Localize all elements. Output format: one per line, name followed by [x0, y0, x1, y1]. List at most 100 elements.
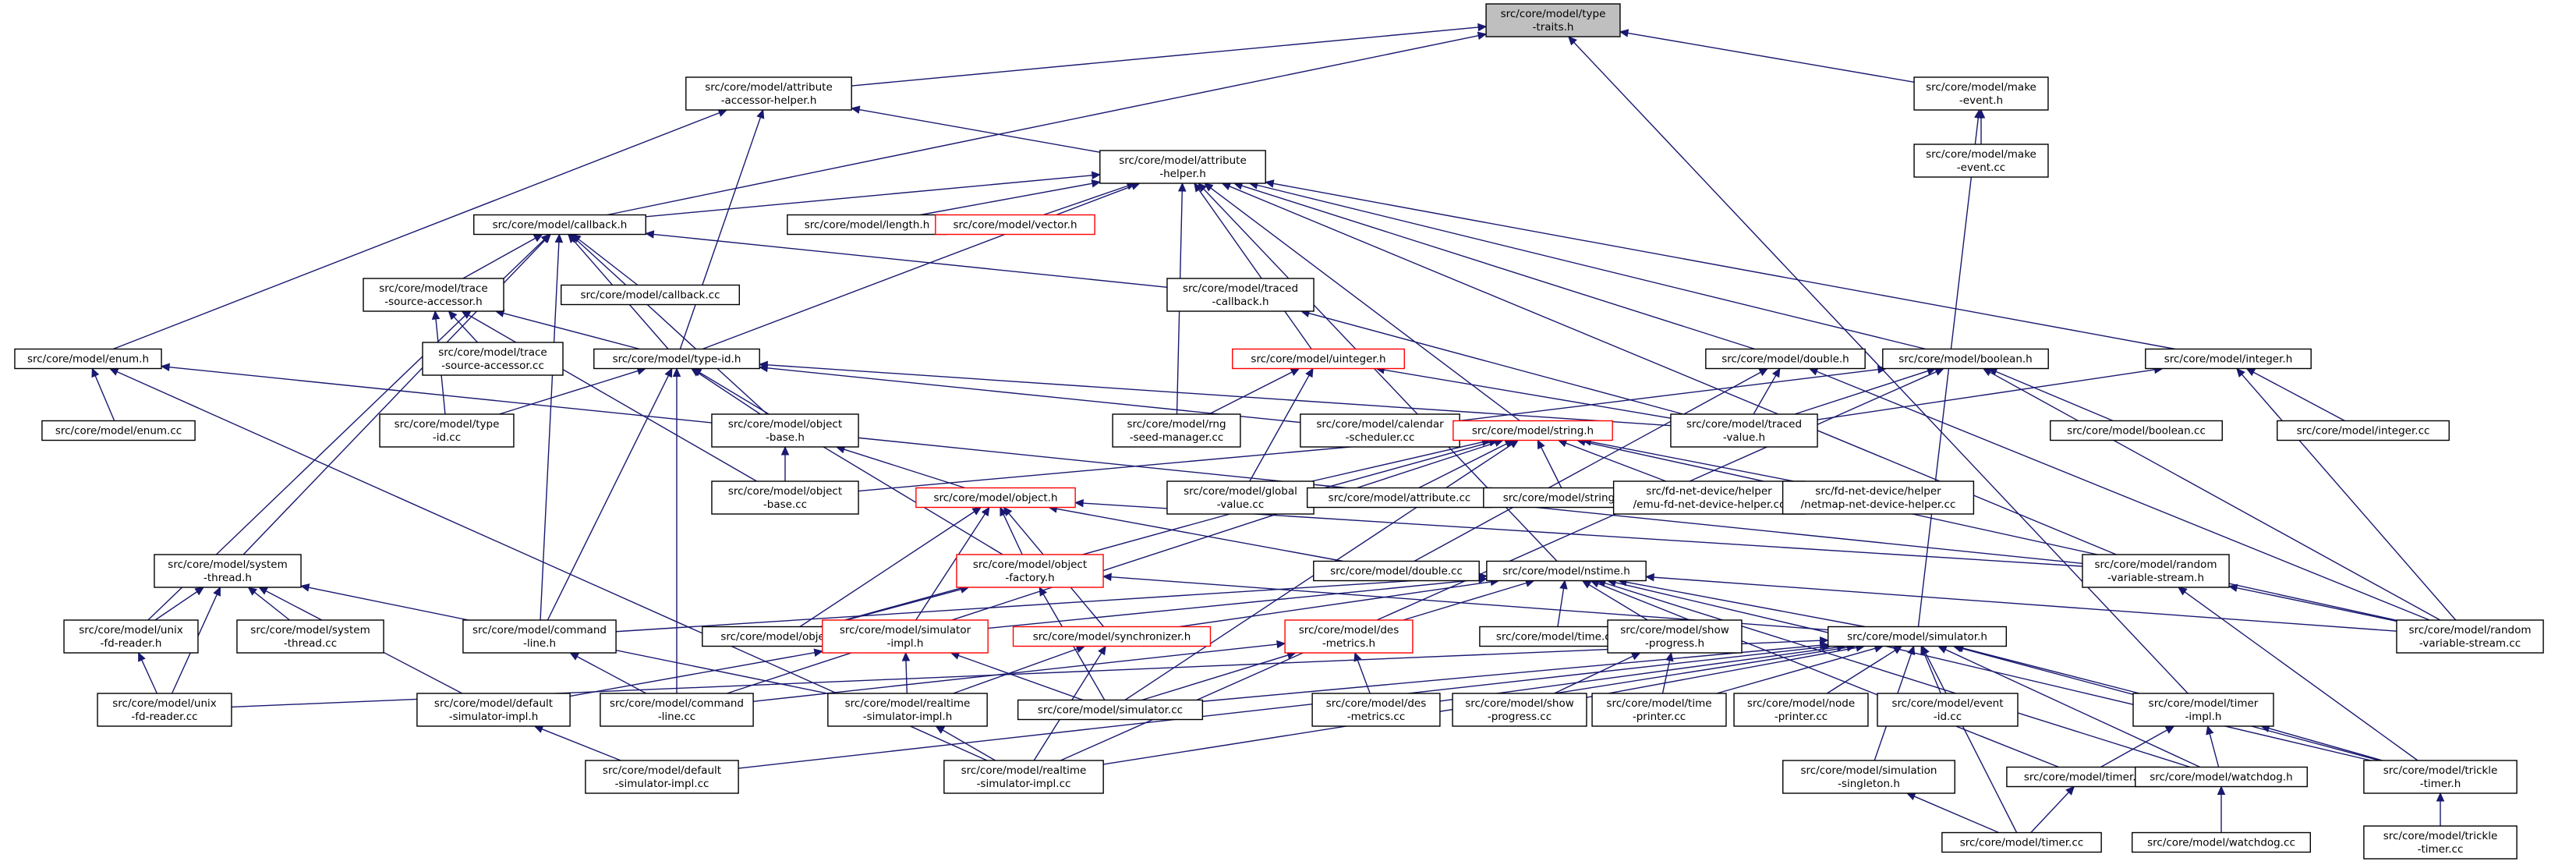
file-node-integer[interactable]: src/core/model/integer.h	[2145, 348, 2312, 370]
file-node-nstime[interactable]: src/core/model/nstime.h	[1486, 560, 1647, 582]
file-node-simulation-singleton[interactable]: src/core/model/simulation-singleton.h	[1782, 760, 1955, 794]
file-node-timer[interactable]: src/core/model/timer.h	[2006, 766, 2160, 788]
file-node-attribute-cc[interactable]: src/core/model/attribute.cc	[1306, 487, 1493, 509]
file-node-length[interactable]: src/core/model/length.h	[787, 214, 947, 236]
edge-length-to-attribute-helper	[920, 179, 1101, 216]
file-node-watchdog[interactable]: src/core/model/watchdog.h	[2135, 766, 2308, 788]
file-node-label: -event.cc	[1957, 161, 2005, 174]
file-node-simulator-cc[interactable]: src/core/model/simulator.cc	[1017, 699, 1204, 721]
file-node-unix-fd-reader[interactable]: src/core/model/unix-fd-reader.h	[63, 619, 199, 654]
file-node-des-metrics-cc[interactable]: src/core/model/des-metrics.cc	[1311, 693, 1441, 727]
edge-traced-value-to-type-id	[758, 360, 1671, 427]
file-node-label: -source-accessor.h	[384, 296, 482, 308]
file-node-label: src/core/model/unix	[79, 624, 182, 636]
file-node-label: -singleton.h	[1838, 778, 1900, 790]
file-node-label: -variable-stream.h	[2107, 572, 2204, 584]
file-node-string[interactable]: src/core/model/string.h	[1453, 420, 1613, 441]
file-node-type-id[interactable]: src/core/model/type-id.h	[593, 348, 760, 370]
file-node-label: -timer.h	[2420, 778, 2461, 790]
file-node-box	[1284, 619, 1414, 654]
edge-double-to-attribute-helper	[1233, 182, 1755, 350]
file-node-rng-seed-manager[interactable]: src/core/model/rng-seed-manager.cc	[1112, 413, 1241, 448]
file-node-boolean[interactable]: src/core/model/boolean.h	[1882, 348, 2049, 370]
file-node-trickle-timer-cc[interactable]: src/core/model/trickle-timer.cc	[2363, 825, 2518, 860]
file-node-label: src/core/model/traced	[1686, 418, 1802, 431]
file-node-attr-accessor-helper[interactable]: src/core/model/attribute-accessor-helper…	[685, 76, 852, 111]
file-node-command-line[interactable]: src/core/model/command-line.h	[462, 619, 617, 654]
edge-command-line-cc-to-command-line	[569, 652, 647, 694]
edge-make-event-to-type-traits	[1619, 29, 1915, 83]
file-node-event-id[interactable]: src/core/model/event-id.cc	[1877, 693, 2019, 727]
file-node-double[interactable]: src/core/model/double.h	[1705, 348, 1866, 370]
file-node-make-event[interactable]: src/core/model/make-event.h	[1913, 76, 2049, 111]
file-node-synchronizer[interactable]: src/core/model/synchronizer.h	[1012, 626, 1212, 647]
file-node-object-factory[interactable]: src/core/model/object-factory.h	[956, 554, 1104, 588]
file-node-object[interactable]: src/core/model/object.h	[915, 487, 1076, 509]
file-node-simulator-impl[interactable]: src/core/model/simulator-impl.h	[822, 619, 989, 654]
file-node-double-cc[interactable]: src/core/model/double.cc	[1313, 560, 1480, 582]
file-node-node-printer[interactable]: src/core/model/node-printer.cc	[1733, 693, 1869, 727]
file-node-label: src/core/model/des	[1299, 624, 1399, 636]
file-node-watchdog-cc[interactable]: src/core/model/watchdog.cc	[2131, 831, 2311, 853]
file-node-time-printer[interactable]: src/core/model/time-printer.cc	[1591, 693, 1727, 727]
file-node-vector[interactable]: src/core/model/vector.h	[935, 214, 1095, 236]
file-node-box	[956, 554, 1104, 588]
file-node-enum-cc[interactable]: src/core/model/enum.cc	[41, 420, 196, 441]
file-node-callback-cc[interactable]: src/core/model/callback.cc	[561, 284, 741, 306]
file-node-emu-fd[interactable]: src/fd-net-device/helper/emu-fd-net-devi…	[1612, 480, 1806, 515]
file-node-random-variable-stream-cc[interactable]: src/core/model/random-variable-stream.cc	[2396, 619, 2544, 654]
file-node-box	[943, 760, 1104, 794]
file-node-uinteger[interactable]: src/core/model/uinteger.h	[1232, 348, 1405, 370]
file-node-type-traits[interactable]: src/core/model/type-traits.h	[1485, 3, 1621, 37]
file-node-show-progress-cc[interactable]: src/core/model/show-progress.cc	[1452, 693, 1587, 727]
file-node-label: -source-accessor.cc	[441, 360, 544, 372]
file-node-traced-value[interactable]: src/core/model/traced-value.h	[1670, 413, 1818, 448]
file-node-show-progress[interactable]: src/core/model/show-progress.h	[1607, 619, 1743, 654]
file-node-label: src/core/model/realtime	[845, 697, 971, 710]
file-node-label: src/core/model/type	[1501, 8, 1606, 20]
file-node-box	[561, 284, 741, 306]
edge-simulator-to-make-event	[1917, 108, 1983, 627]
file-node-trace-source-accessor-cc[interactable]: src/core/model/trace-source-accessor.cc	[422, 342, 564, 376]
file-node-simulator[interactable]: src/core/model/simulator.h	[1827, 626, 2007, 647]
file-node-object-base-cc[interactable]: src/core/model/object-base.cc	[711, 480, 859, 515]
file-node-callback[interactable]: src/core/model/callback.h	[473, 214, 646, 236]
file-node-box	[1166, 480, 1315, 515]
file-node-trace-source-accessor[interactable]: src/core/model/trace-source-accessor.h	[363, 278, 504, 312]
file-node-integer-cc[interactable]: src/core/model/integer.cc	[2277, 420, 2450, 441]
file-node-default-simulator-impl-cc[interactable]: src/core/model/default-simulator-impl.cc	[585, 760, 739, 794]
file-node-boolean-cc[interactable]: src/core/model/boolean.cc	[2050, 420, 2223, 441]
file-node-timer-cc[interactable]: src/core/model/timer.cc	[1941, 831, 2102, 853]
file-node-global-value[interactable]: src/core/model/global-value.cc	[1166, 480, 1315, 515]
file-node-system-thread[interactable]: src/core/model/system-thread.h	[154, 554, 302, 588]
file-node-label: -base.h	[766, 431, 805, 444]
edge-object-base-cc-to-trace-source-accessor	[461, 310, 757, 482]
edge-callback-to-attribute-helper	[646, 171, 1102, 218]
file-node-trickle-timer[interactable]: src/core/model/trickle-timer.h	[2363, 760, 2518, 794]
file-node-object-base[interactable]: src/core/model/object-base.h	[711, 413, 859, 448]
file-node-calendar-scheduler[interactable]: src/core/model/calendar-scheduler.cc	[1300, 413, 1460, 448]
file-node-realtime-simulator-impl[interactable]: src/core/model/realtime-simulator-impl.h	[827, 693, 988, 727]
file-node-unix-fd-reader-cc[interactable]: src/core/model/unix-fd-reader.cc	[97, 693, 232, 727]
file-node-box	[2363, 825, 2518, 860]
file-node-traced-callback[interactable]: src/core/model/traced-callback.h	[1166, 278, 1315, 312]
file-node-make-event-cc[interactable]: src/core/model/make-event.cc	[1913, 144, 2049, 178]
file-node-des-metrics[interactable]: src/core/model/des-metrics.h	[1284, 619, 1414, 654]
file-node-timer-impl[interactable]: src/core/model/timer-impl.h	[2132, 693, 2274, 727]
file-node-label: -simulator-impl.h	[863, 711, 953, 723]
file-node-label: src/core/model/integer.h	[2164, 353, 2293, 366]
file-node-realtime-simulator-impl-cc[interactable]: src/core/model/realtime-simulator-impl.c…	[943, 760, 1104, 794]
file-node-label: src/core/model/simulation	[1800, 764, 1937, 777]
file-node-label: src/core/model/global	[1184, 485, 1297, 498]
file-node-netmap-fd[interactable]: src/fd-net-device/helper/netmap-net-devi…	[1782, 480, 1975, 515]
file-node-random-variable-stream[interactable]: src/core/model/random-variable-stream.h	[2082, 554, 2230, 588]
file-node-command-line-cc[interactable]: src/core/model/command-line.cc	[600, 693, 754, 727]
file-node-enum[interactable]: src/core/model/enum.h	[14, 348, 162, 370]
file-node-type-id-cc[interactable]: src/core/model/type-id.cc	[379, 413, 515, 448]
file-node-system-thread-cc[interactable]: src/core/model/system-thread.cc	[236, 619, 384, 654]
edge-timer-cc-to-simulator	[1921, 645, 2018, 833]
file-node-box	[915, 487, 1076, 509]
file-node-default-simulator-impl[interactable]: src/core/model/default-simulator-impl.h	[416, 693, 571, 727]
file-node-label: -line.cc	[658, 711, 695, 723]
file-node-attribute-helper[interactable]: src/core/model/attribute-helper.h	[1099, 150, 1266, 184]
